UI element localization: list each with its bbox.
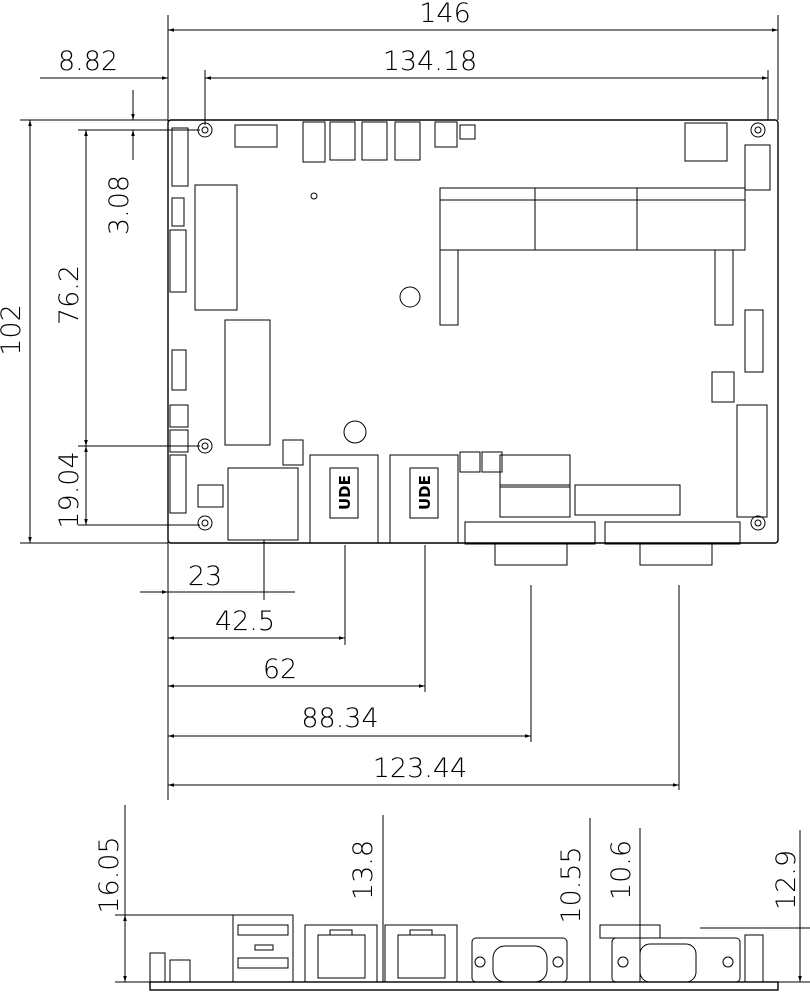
dim-dc-jack: 23 (188, 561, 222, 592)
connector (744, 144, 771, 191)
lan-port-2: UDE (389, 454, 459, 544)
lan-label: UDE (336, 475, 354, 510)
lan-port-side-1 (304, 924, 378, 983)
dim-usb-height: 16.05 (94, 836, 125, 913)
header (361, 121, 388, 161)
dc-jack (197, 484, 224, 508)
top-view-board: UDE UDE (167, 119, 779, 566)
dim-com-height: 10.55 (556, 846, 587, 923)
header-side (744, 934, 764, 983)
battery (343, 420, 367, 444)
header (574, 484, 681, 516)
dim-hole-span: 134.18 (383, 46, 477, 77)
minipcie-slot (194, 184, 238, 311)
dim-vga: 123.44 (373, 753, 467, 784)
buzzer (399, 286, 421, 308)
minipcie-slot (224, 319, 271, 446)
connector (171, 127, 189, 187)
com-port (464, 521, 596, 545)
connector (171, 197, 185, 227)
side-dimensions: 16.05 13.8 10.55 10.6 12.9 (94, 805, 810, 983)
side-view-board (149, 914, 779, 991)
dim-lan-height: 13.8 (348, 840, 379, 900)
vga-port-side (599, 924, 741, 983)
sata-connector (499, 454, 571, 488)
connector (169, 229, 187, 293)
connector (744, 309, 764, 373)
lan-label: UDE (416, 475, 434, 510)
vga-port (604, 521, 741, 545)
header (394, 121, 421, 161)
sodimm-socket (439, 187, 746, 326)
connector (169, 429, 189, 453)
dim-lan2: 62 (263, 654, 297, 685)
dip-switch (711, 371, 735, 403)
power-connector (684, 122, 728, 162)
dim-header-height: 12.9 (771, 850, 802, 910)
dim-overall-width: 146 (419, 0, 471, 29)
com-port-side (471, 937, 568, 983)
header (234, 124, 278, 148)
dim-overall-height: 102 (0, 304, 27, 356)
header (302, 121, 326, 163)
header (434, 121, 458, 148)
dim-lan1: 42.5 (215, 606, 275, 637)
lan-port-side-2 (384, 924, 458, 983)
dc-jack (149, 952, 166, 983)
usb-port (232, 914, 294, 983)
header (459, 124, 476, 140)
connector (169, 404, 189, 428)
sata-connector (499, 484, 571, 518)
dim-hole-vertical: 76.2 (54, 265, 85, 325)
dim-vga-height: 10.6 (606, 840, 637, 900)
lvds-connector (736, 404, 768, 518)
dim-hole-top-offset: 3.08 (104, 175, 135, 235)
top-dimensions: 146 134.18 8.82 102 76.2 19.04 3.08 23 4… (0, 0, 779, 800)
dim-com: 88.34 (301, 703, 378, 734)
dim-hole-offset: 8.82 (58, 46, 118, 77)
lan-port-1: UDE (309, 454, 379, 544)
connector (169, 454, 187, 514)
usb-connector (227, 467, 299, 541)
connector (171, 349, 187, 391)
dim-hole-bottom-offset: 19.04 (54, 451, 85, 528)
header (329, 121, 356, 161)
